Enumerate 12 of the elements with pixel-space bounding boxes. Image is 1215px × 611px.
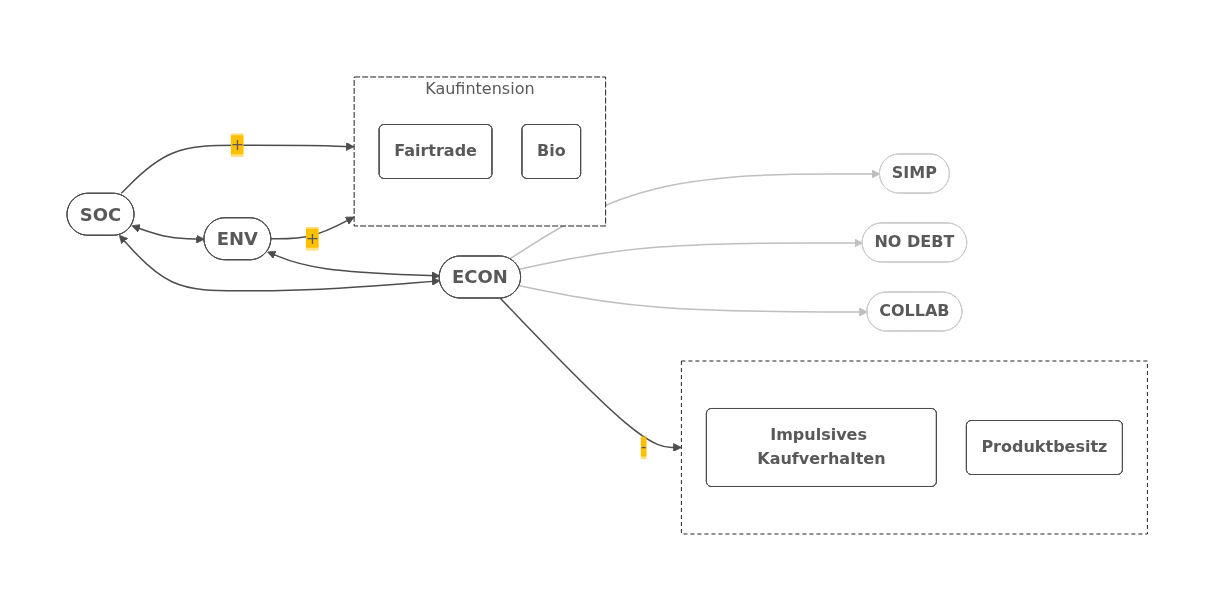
arrow — [499, 297, 683, 452]
arrow — [518, 284, 869, 317]
cluster — [681, 360, 1149, 535]
arrow — [120, 142, 355, 194]
arrow — [131, 224, 206, 244]
edge-label: + — [230, 135, 245, 155]
arrow — [518, 238, 864, 270]
edge-label: + — [306, 228, 320, 248]
edge-label: - — [640, 437, 647, 457]
arrow — [270, 216, 355, 240]
arrow — [119, 234, 441, 292]
arrow — [267, 250, 441, 281]
